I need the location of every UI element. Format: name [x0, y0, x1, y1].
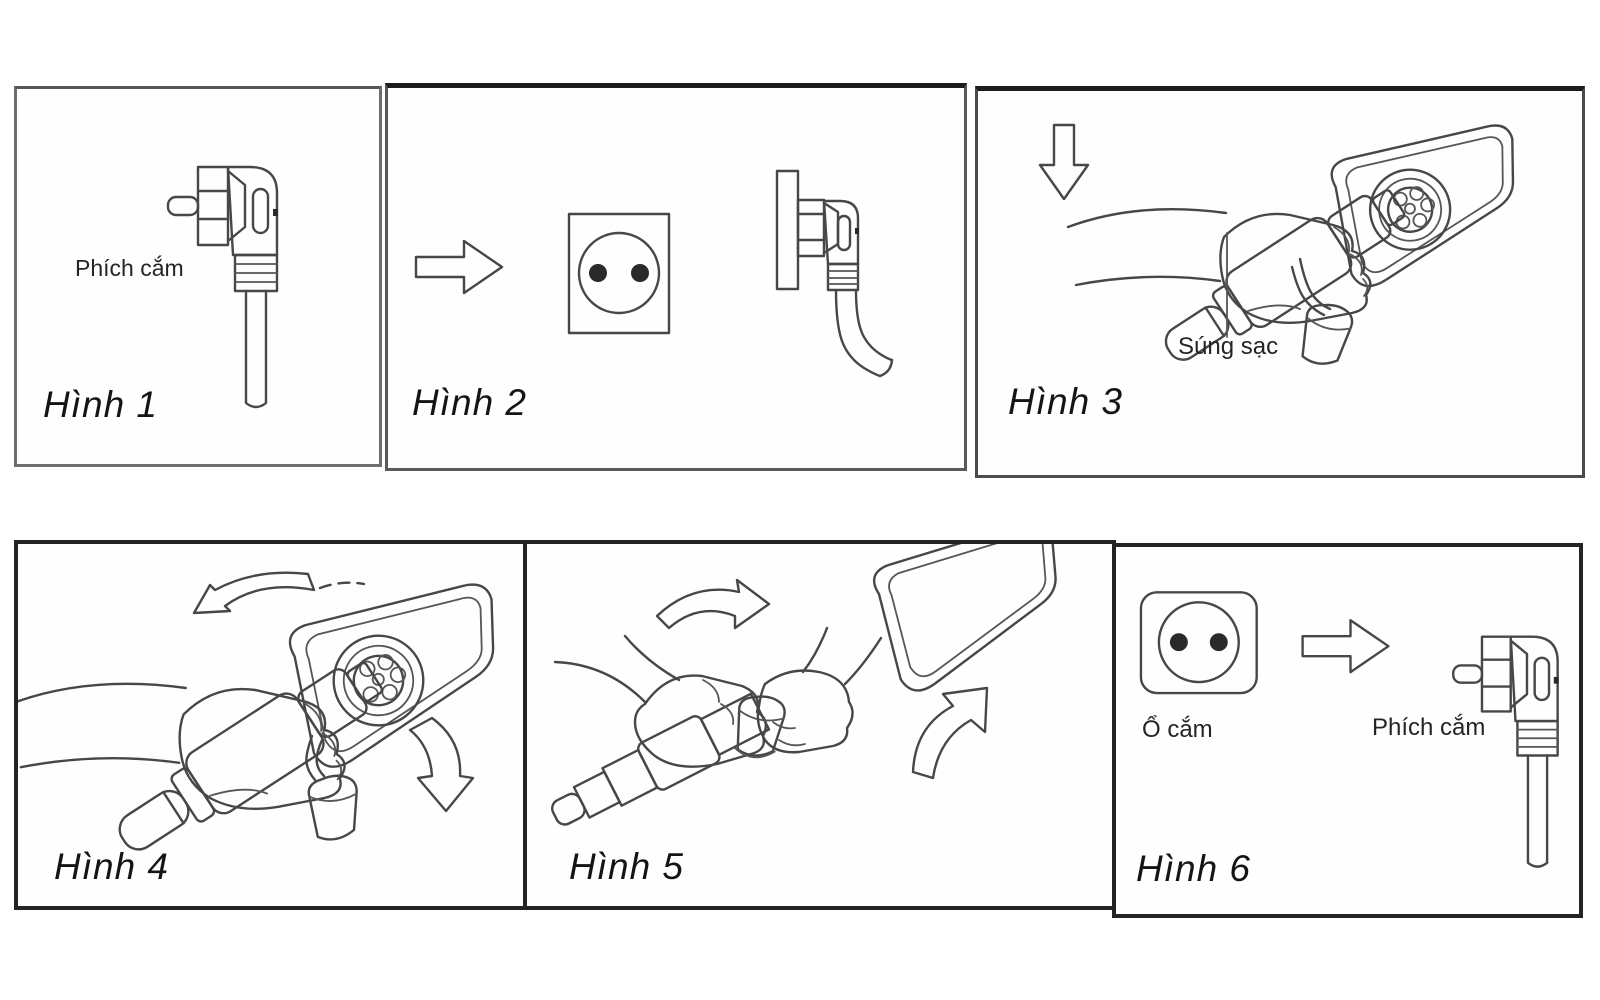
figure-panel-3: Súng sạc Hình 3 — [975, 86, 1585, 478]
panel-5-drawing — [527, 544, 1081, 906]
curved-arrow-down-icon — [410, 718, 473, 811]
panel-4-drawing — [18, 544, 523, 870]
power-plug-illustration — [1452, 635, 1560, 868]
right-hand-illustration — [758, 628, 881, 752]
figure-4-caption: Hình 4 — [54, 846, 170, 887]
panel-3-drawing — [1038, 91, 1582, 379]
figure-panel-6: Ổ cắm Phích cắm Hình 6 — [1112, 543, 1583, 918]
figure-6-caption: Hình 6 — [1136, 848, 1252, 889]
figure-1-caption: Hình 1 — [43, 384, 159, 425]
figure-panel-2: Hình 2 — [385, 83, 967, 471]
figure-panel-1: Phích cắm Hình 1 — [14, 86, 382, 467]
charging-gun-label: Súng sạc — [1178, 333, 1279, 360]
figure-3-caption: Hình 3 — [1008, 381, 1124, 422]
port-cap-illustration — [305, 772, 363, 843]
port-cap-illustration — [1296, 299, 1356, 370]
cap-tether-illustration — [1292, 259, 1330, 315]
panel-2-drawing — [414, 88, 964, 468]
curved-arrow-right-icon — [657, 580, 769, 628]
plug-in-wall-illustration — [777, 171, 892, 376]
wall-socket-illustration — [1141, 592, 1257, 693]
figure-panel-4: Hình 4 — [14, 540, 527, 910]
right-arrow-icon — [414, 239, 504, 295]
down-arrow-icon — [1038, 123, 1090, 201]
right-arrow-icon — [1301, 619, 1390, 674]
curved-arrow-up-icon — [913, 688, 987, 778]
wall-socket-illustration — [569, 214, 669, 333]
figure-5-caption: Hình 5 — [569, 846, 685, 887]
panel-6-drawing — [1116, 547, 1560, 868]
charging-gun-illustration — [543, 688, 772, 839]
left-hand-illustration — [555, 636, 766, 767]
figure-2-caption: Hình 2 — [412, 382, 528, 423]
hand-with-charging-gun-illustration — [18, 645, 395, 870]
charge-port-illustration — [1328, 123, 1532, 289]
plug-label: Phích cắm — [75, 255, 184, 281]
plug-label: Phích cắm — [1372, 714, 1486, 741]
port-cap-illustration — [731, 692, 788, 761]
cap-tether-illustration — [306, 736, 324, 780]
socket-label: Ổ cắm — [1142, 716, 1213, 743]
empty-charge-port-illustration — [867, 544, 1081, 697]
power-plug-illustration — [166, 165, 280, 409]
figure-panel-5: Hình 5 — [523, 540, 1116, 910]
curved-arrow-left-icon — [194, 573, 364, 613]
